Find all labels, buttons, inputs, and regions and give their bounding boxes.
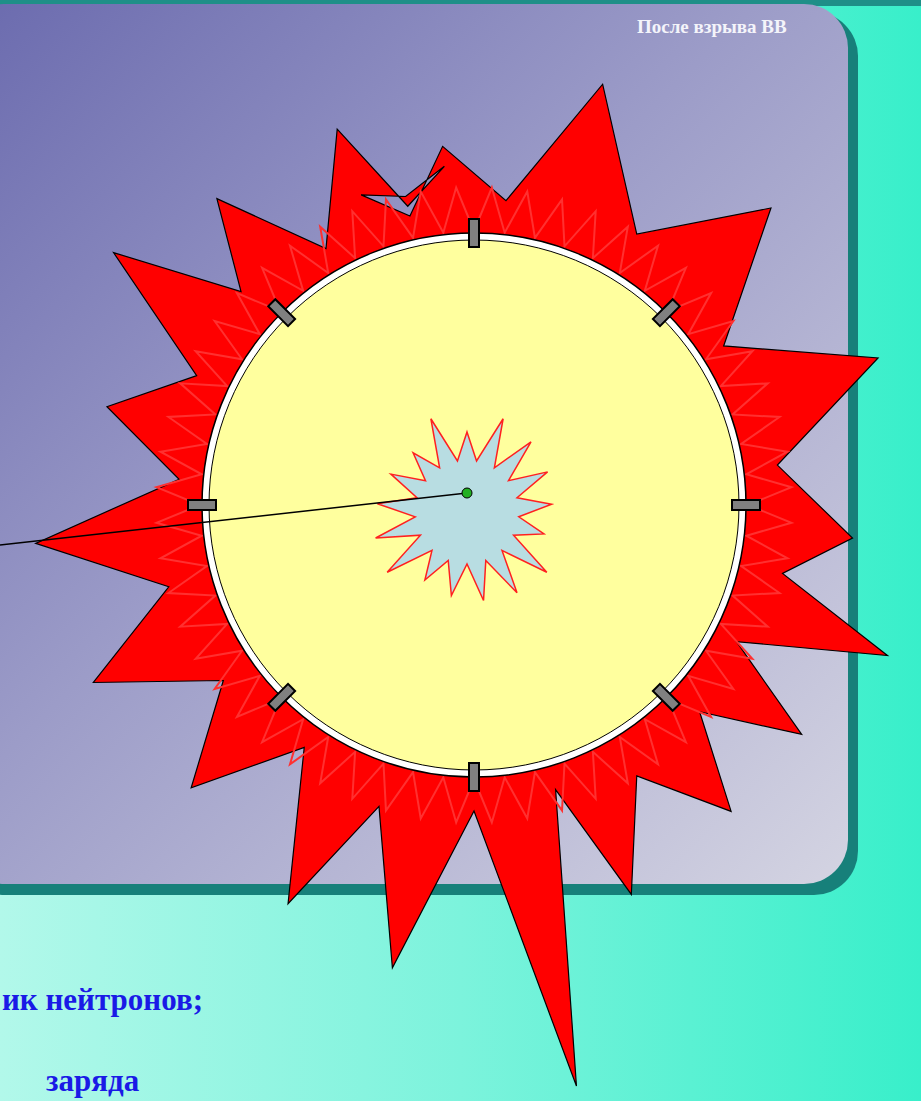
panel-heading: После взрыва ВВ — [637, 16, 787, 38]
explosive-charge — [209, 240, 739, 770]
detonator — [188, 500, 216, 510]
leader-line — [0, 493, 467, 545]
flame-zigzag — [157, 188, 792, 823]
explosion-star — [36, 84, 888, 1086]
detonator — [469, 219, 479, 247]
detonator — [732, 500, 760, 510]
detonator — [268, 299, 295, 326]
detonator — [653, 684, 680, 711]
neutron-source — [462, 488, 472, 498]
detonator — [268, 684, 295, 711]
caption-text: ик нейтронов; — [2, 982, 203, 1018]
detonator — [653, 299, 680, 326]
charge-shell — [202, 233, 746, 777]
caption-text: заряда — [46, 1063, 139, 1099]
compressed-core — [376, 419, 552, 601]
detonator — [469, 763, 479, 791]
